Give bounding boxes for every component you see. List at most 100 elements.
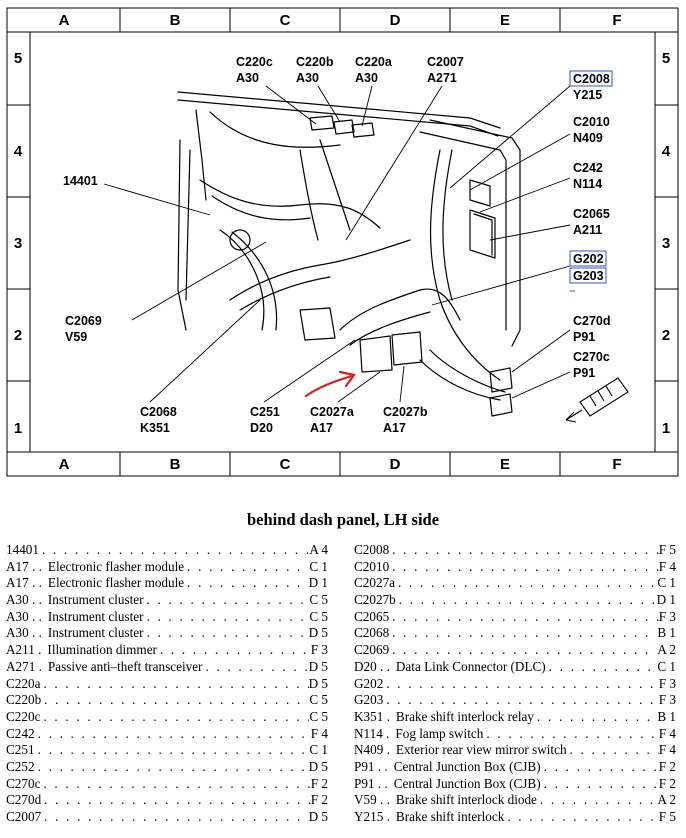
- column-ticks: [119, 8, 561, 476]
- dash-panel-drawing: [177, 91, 521, 417]
- index-grid-location: C 5: [309, 692, 328, 708]
- index-grid-location: D 1: [308, 575, 328, 591]
- index-row: C2068 B 1: [354, 625, 676, 642]
- row-ticks: [7, 104, 678, 382]
- index-grid-location: F 2: [310, 775, 328, 791]
- leader-dots: [389, 559, 659, 576]
- index-row: G203F 3: [354, 692, 676, 709]
- index-row: C242F 4: [6, 726, 328, 743]
- index-row: A30 . .Instrument clusterC 5: [6, 592, 328, 609]
- index-row: A211 .Illumination dimmerF 3: [6, 642, 328, 659]
- page-title: behind dash panel, LH side: [246, 510, 440, 529]
- index-code: C251: [6, 742, 35, 758]
- leader-dots: [483, 726, 658, 743]
- index-description: Electronic flasher module: [47, 575, 185, 591]
- index-grid-location: B 1: [657, 625, 676, 641]
- index-code: P91 . .: [354, 758, 388, 774]
- leader-dots: [40, 776, 310, 793]
- leader-dots: [41, 809, 308, 826]
- row-label-left: 3: [14, 235, 22, 252]
- index-code: A17 . .: [6, 575, 42, 591]
- index-code: C2027b: [354, 592, 396, 608]
- index-code: G203: [354, 692, 384, 708]
- index-code: C2065: [354, 608, 390, 624]
- connector-icon: [565, 377, 629, 423]
- index-grid-location: D 5: [308, 758, 328, 774]
- index-code: N114 .: [354, 725, 390, 741]
- index-code: C220a: [6, 675, 41, 691]
- index-grid-location: D 5: [308, 658, 328, 674]
- row-label-right: 1: [662, 420, 670, 437]
- index-grid-location: F 4: [658, 558, 676, 574]
- col-label-top: A: [59, 12, 70, 29]
- index-grid-location: B 1: [657, 708, 676, 724]
- col-label-top: E: [500, 12, 510, 29]
- index-row: N114 . Fog lamp switch F 4: [354, 726, 676, 743]
- index-description: Instrument cluster: [47, 625, 144, 641]
- leader-dots: [389, 642, 657, 659]
- index-code: N409 .: [354, 742, 390, 758]
- index-description: Instrument cluster: [47, 608, 144, 624]
- index-code: C270d: [6, 792, 42, 808]
- index-grid-location: D 1: [656, 592, 676, 608]
- leader-dots: [202, 659, 308, 676]
- index-description: Illumination dimmer: [47, 642, 157, 658]
- row-label-left: 5: [14, 50, 22, 67]
- index-grid-location: C 1: [657, 575, 676, 591]
- index-row: G202F 3: [354, 676, 676, 693]
- index-code: C242: [6, 725, 35, 741]
- leader-dots: [35, 759, 309, 776]
- annotation-arrow: [304, 370, 356, 398]
- callout-g203: G203: [573, 269, 604, 283]
- index-row: N409 .Exterior rear view mirror switchF …: [354, 742, 676, 759]
- index-row: C2007D 5: [6, 809, 328, 826]
- index-code: A17 . .: [6, 558, 42, 574]
- index-grid-location: F 2: [658, 775, 676, 791]
- index-grid-location: D 5: [308, 675, 328, 691]
- leader-dots: [537, 792, 657, 809]
- index-code: C2068: [354, 625, 390, 641]
- index-code: C270c: [6, 775, 41, 791]
- leader-dots: [41, 692, 309, 709]
- leader-dots: [541, 776, 659, 793]
- index-grid-location: D 5: [308, 625, 328, 641]
- index-description: Exterior rear view mirror switch: [395, 742, 567, 758]
- index-row: C220bC 5: [6, 692, 328, 709]
- index-description: Instrument cluster: [47, 592, 144, 608]
- leader-dots: [395, 575, 657, 592]
- index-grid-location: F 3: [310, 642, 328, 658]
- col-label-top: D: [390, 12, 401, 29]
- index-description: Fog lamp switch: [395, 725, 484, 741]
- index-grid-location: F 5: [658, 809, 676, 824]
- col-label-top: B: [170, 12, 181, 29]
- leader-dots: [546, 659, 658, 676]
- index-row: C2065 F 3: [354, 609, 676, 626]
- index-grid-location: F 3: [658, 608, 676, 624]
- index-row: Y215 .Brake shift interlockF 5: [354, 809, 676, 826]
- index-code: A30 . .: [6, 625, 42, 641]
- index-grid-location: F 4: [658, 725, 676, 741]
- index-grid-location: C 1: [657, 658, 676, 674]
- row-label-right: 3: [662, 235, 670, 252]
- index-row: C270c F 2: [6, 776, 328, 793]
- index-code: 14401: [6, 542, 39, 557]
- index-row: C270dF 2: [6, 792, 328, 809]
- component-index-right: C2008F 5C2010F 4C2027aC 1C2027bD 1C2065F…: [354, 542, 676, 826]
- index-row: D20 . .Data Link Connector (DLC)C 1: [354, 659, 676, 676]
- index-row: A17 . . Electronic flasher module D 1: [6, 575, 328, 592]
- row-label-left: 4: [14, 143, 23, 160]
- index-grid-location: F 2: [658, 758, 676, 774]
- index-grid-location: C 5: [309, 608, 328, 624]
- leader-dots: [541, 759, 659, 776]
- index-code: A30 . .: [6, 592, 42, 608]
